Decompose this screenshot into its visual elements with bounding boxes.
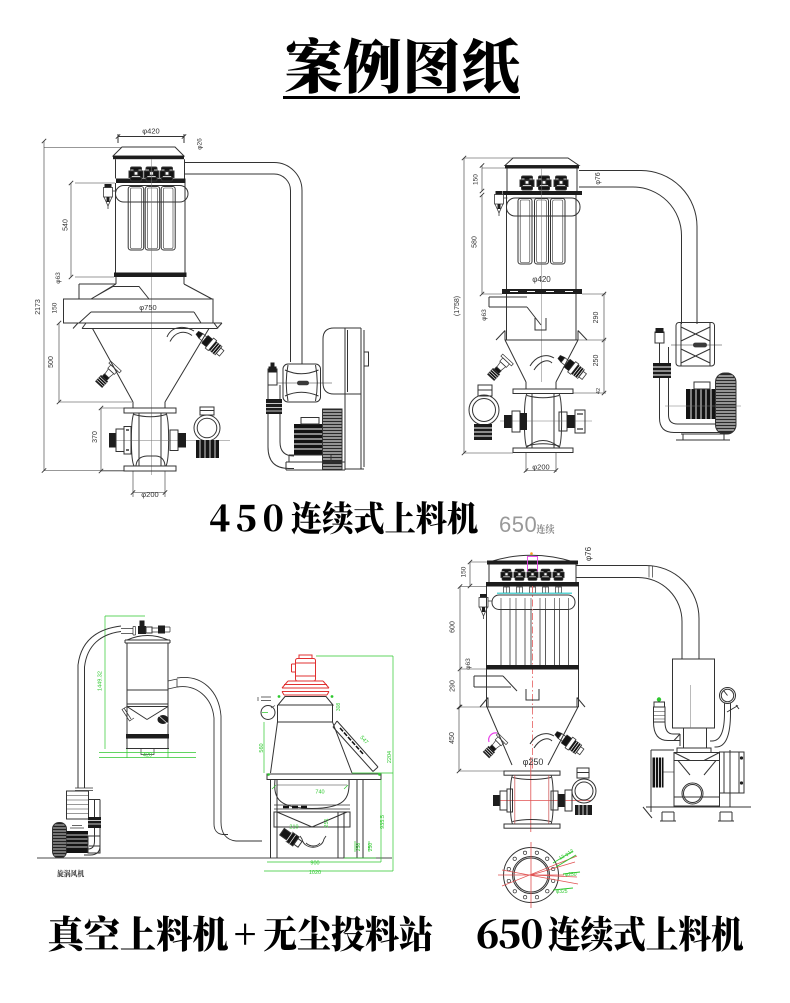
svg-text:560: 560 [259,743,265,752]
svg-text:258: 258 [356,843,362,852]
svg-text:2173: 2173 [35,299,42,315]
svg-text:540: 540 [63,219,70,231]
svg-text:φ250: φ250 [565,872,577,878]
svg-text:290: 290 [450,680,457,692]
svg-text:370: 370 [92,431,99,443]
svg-text:42: 42 [596,388,602,394]
svg-text:308: 308 [336,703,342,712]
svg-text:150: 150 [461,566,468,577]
svg-text:450: 450 [449,732,456,744]
svg-text:580: 580 [472,236,479,248]
svg-text:φ76: φ76 [584,546,593,561]
svg-text:219: 219 [289,825,298,831]
svg-text:740: 740 [315,790,324,796]
svg-text:φ63: φ63 [481,309,488,321]
svg-text:φ325: φ325 [556,889,568,895]
svg-text:φ250: φ250 [523,757,544,767]
svg-text:547: 547 [358,735,369,746]
svg-text:φ200: φ200 [532,463,549,472]
svg-text:150: 150 [473,174,480,185]
svg-text:251: 251 [324,818,330,827]
svg-text:φ26: φ26 [197,138,204,150]
svg-text:φ200: φ200 [141,490,158,499]
svg-text:φ63: φ63 [55,272,62,284]
svg-text:2204: 2204 [387,751,393,763]
svg-text:600: 600 [450,621,457,633]
svg-text:φ63: φ63 [465,658,472,670]
svg-text:1020: 1020 [309,870,321,876]
svg-text:φ420: φ420 [532,275,551,284]
svg-text:φ76: φ76 [595,172,602,184]
svg-text:1449.32: 1449.32 [98,671,104,691]
svg-text:900: 900 [310,861,319,867]
svg-text:φ750: φ750 [139,303,156,312]
svg-text:290: 290 [593,312,600,324]
svg-text:(1758): (1758) [454,296,461,316]
svg-text:150: 150 [52,302,59,313]
svg-text:935.5: 935.5 [380,815,386,829]
svg-text:500: 500 [48,356,55,368]
svg-text:φ420: φ420 [142,127,159,136]
svg-text:250: 250 [593,355,600,367]
svg-text:420: 420 [143,753,152,759]
svg-text:250: 250 [368,843,374,852]
svg-text:650: 650 [499,512,537,537]
